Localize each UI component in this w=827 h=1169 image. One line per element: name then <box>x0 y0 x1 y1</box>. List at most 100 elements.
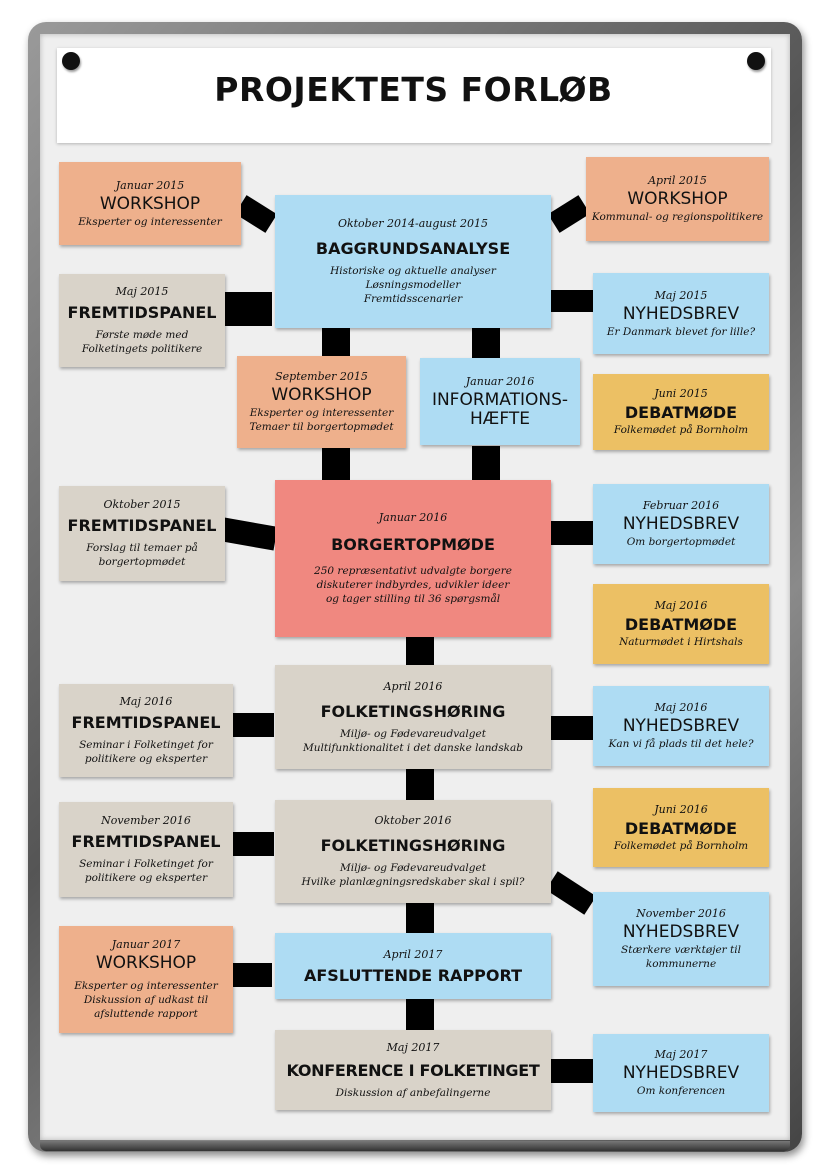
card-date: Oktober 2016 <box>374 814 452 827</box>
card-description: Kan vi få plads til det hele? <box>608 738 754 750</box>
card-description: Eksperter og interessenter <box>249 407 394 419</box>
connector <box>406 998 434 1030</box>
title-strip <box>57 48 771 143</box>
card-heading: BAGGRUNDSANALYSE <box>315 239 511 258</box>
card-date: November 2016 <box>636 907 726 920</box>
card-heading: NYHEDSBREV <box>622 1063 740 1083</box>
card-date: November 2016 <box>101 814 191 827</box>
card-description: afsluttende rapport <box>94 1008 198 1020</box>
informationshaefte-card: Januar 2016 INFORMATIONS- HÆFTE <box>420 358 580 445</box>
card-heading: DEBATMØDE <box>624 818 738 838</box>
card-date: Maj 2016 <box>119 695 173 708</box>
card-heading: FOLKETINGSHØRING <box>320 701 506 721</box>
connector <box>406 635 434 667</box>
connector <box>406 901 434 933</box>
nyhedsbrev-card: Februar 2016 NYHEDSBREV Om borgertopmøde… <box>593 484 769 564</box>
card-description: Temaer til borgertopmødet <box>249 421 394 433</box>
card-description: Om borgertopmødet <box>626 536 736 548</box>
card-date: April 2015 <box>648 174 707 187</box>
card-description: Eksperter og interessenter <box>74 980 218 992</box>
card-date: Juni 2015 <box>654 387 708 400</box>
card-date: Maj 2015 <box>115 285 169 298</box>
card-heading: DEBATMØDE <box>624 615 738 634</box>
card-heading: FREMTIDSPANEL <box>67 516 217 535</box>
card-description: Seminar i Folketinget for <box>79 739 213 751</box>
nyhedsbrev-card: November 2016 NYHEDSBREV Stærkere værktø… <box>593 892 769 986</box>
card-date: Oktober 2014-august 2015 <box>337 217 489 230</box>
connector <box>406 768 434 800</box>
card-description: politikere og eksperter <box>84 872 208 884</box>
connector <box>322 326 350 358</box>
card-heading: NYHEDSBREV <box>622 514 740 534</box>
card-description: Er Danmark blevet for lille? <box>606 325 756 338</box>
card-date: April 2016 <box>383 679 443 693</box>
card-description: Folkemødet på Bornholm <box>613 839 749 852</box>
card-date: Oktober 2015 <box>103 498 181 511</box>
fremtidspanel-card: November 2016 FREMTIDSPANEL Seminar i Fo… <box>59 802 233 897</box>
card-description: Historiske og aktuelle analyser <box>330 265 496 277</box>
card-description: Om konferencen <box>636 1085 726 1097</box>
card-description: politikere og eksperter <box>84 753 208 765</box>
connector <box>546 290 594 312</box>
card-date: April 2017 <box>383 947 443 961</box>
workshop-card: Januar 2015 WORKSHOP Eksperter og intere… <box>59 162 241 245</box>
card-heading: HÆFTE <box>470 408 530 429</box>
card-heading: NYHEDSBREV <box>622 716 740 736</box>
card-date: Maj 2016 <box>654 599 708 612</box>
nyhedsbrev-card: Maj 2015 NYHEDSBREV Er Danmark blevet fo… <box>593 273 769 354</box>
card-date: Februar 2016 <box>642 499 720 512</box>
card-description: Diskussion af anbefalingerne <box>335 1086 491 1099</box>
card-description: kommunerne <box>645 958 717 970</box>
card-date: Maj 2017 <box>386 1040 440 1054</box>
card-description: Fremtidsscenarier <box>363 293 463 305</box>
folketingshoring-card: Oktober 2016 FOLKETINGSHØRING Miljø- og … <box>275 800 551 903</box>
card-heading: FREMTIDSPANEL <box>71 832 221 851</box>
card-date: Januar 2017 <box>111 938 181 951</box>
card-description: Miljø- og Fødevareudvalget <box>340 727 486 740</box>
card-description: Forslag til temaer på <box>86 542 198 554</box>
card-description: Hvilke planlægningsredskaber skal i spil… <box>301 876 525 888</box>
card-description: og tager stilling til 36 spørgsmål <box>325 593 501 605</box>
card-heading: FOLKETINGSHØRING <box>320 836 506 855</box>
card-heading: FREMTIDSPANEL <box>71 713 221 732</box>
card-description: Første møde med <box>95 329 189 341</box>
connector <box>226 713 274 737</box>
folketingshoring-card: April 2016 FOLKETINGSHØRING Miljø- og Fø… <box>275 665 551 769</box>
nyhedsbrev-card: Maj 2016 NYHEDSBREV Kan vi få plads til … <box>593 686 769 766</box>
card-date: Maj 2017 <box>654 1048 708 1061</box>
connector <box>322 446 350 480</box>
card-date: September 2015 <box>275 370 368 383</box>
connector <box>226 832 274 856</box>
fremtidspanel-card: Maj 2016 FREMTIDSPANEL Seminar i Folketi… <box>59 684 233 777</box>
card-description: Seminar i Folketinget for <box>79 858 213 870</box>
card-description: 250 repræsentativt udvalgte borgere <box>314 565 512 577</box>
connector <box>472 326 500 358</box>
card-description: Eksperter og interessenter <box>78 215 222 228</box>
card-heading: WORKSHOP <box>627 189 728 209</box>
card-heading: FREMTIDSPANEL <box>67 303 217 322</box>
debatmode-card: Juni 2015 DEBATMØDE Folkemødet på Bornho… <box>593 374 769 450</box>
borgertopmode-card: Januar 2016 BORGERTOPMØDE 250 repræsenta… <box>275 480 551 637</box>
card-description: Miljø- og Fødevareudvalget <box>340 862 486 874</box>
card-date: Januar 2016 <box>465 374 535 388</box>
card-heading: NYHEDSBREV <box>622 922 740 942</box>
baggrundsanalyse-card: Oktober 2014-august 2015 BAGGRUNDSANALYS… <box>275 195 551 328</box>
card-heading: WORKSHOP <box>271 385 372 405</box>
card-heading: WORKSHOP <box>99 193 201 214</box>
card-heading: DEBATMØDE <box>624 403 738 422</box>
konference-card: Maj 2017 KONFERENCE I FOLKETINGET Diskus… <box>275 1030 551 1110</box>
connector <box>548 1059 594 1083</box>
fremtidspanel-card: Oktober 2015 FREMTIDSPANEL Forslag til t… <box>59 486 225 581</box>
page-title: PROJEKTETS FORLØB <box>214 70 613 109</box>
pin-icon <box>747 52 765 70</box>
workshop-card: Januar 2017 WORKSHOP Eksperter og intere… <box>59 926 233 1033</box>
nyhedsbrev-card: Maj 2017 NYHEDSBREV Om konferencen <box>593 1034 769 1112</box>
debatmode-card: Juni 2016 DEBATMØDE Folkemødet på Bornho… <box>593 788 769 867</box>
card-description: Folketingets politikere <box>81 343 203 355</box>
card-heading: KONFERENCE I FOLKETINGET <box>286 1060 540 1080</box>
fremtidspanel-card: Maj 2015 FREMTIDSPANEL Første møde med F… <box>59 274 225 367</box>
card-description: Folkemødet på Bornholm <box>613 424 749 436</box>
connector <box>546 521 594 545</box>
card-heading: INFORMATIONS- <box>431 389 569 410</box>
card-description: Stærkere værktøjer til <box>621 944 741 956</box>
